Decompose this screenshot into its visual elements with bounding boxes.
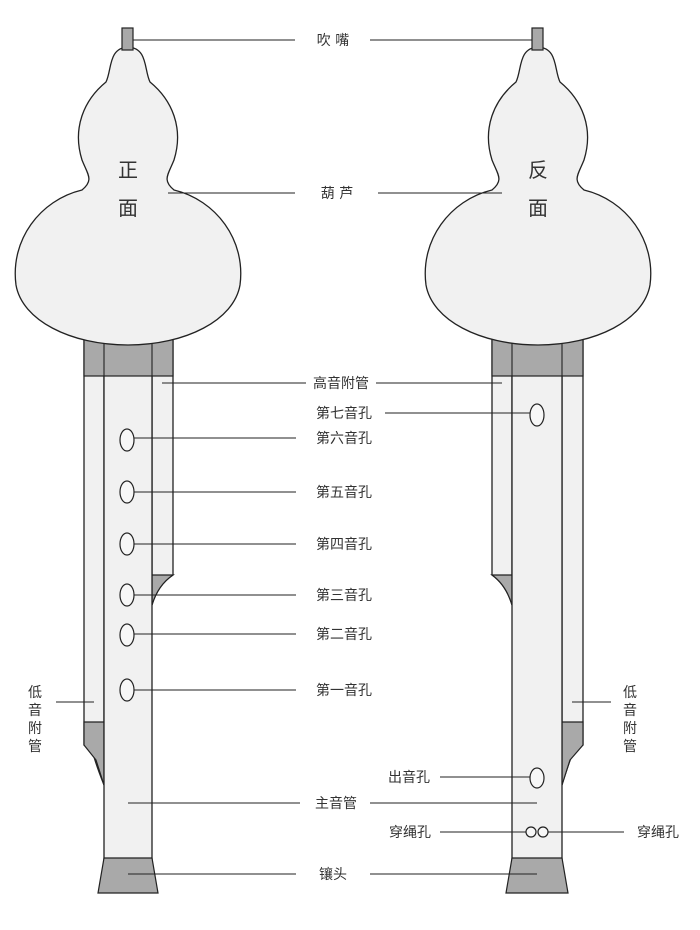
back-rope-hole-left bbox=[525, 826, 537, 838]
label-low-pipe-right-1: 低 bbox=[623, 685, 637, 701]
back-gourd bbox=[424, 46, 652, 346]
back-ferrule bbox=[505, 857, 569, 894]
label-low-pipe-right-2: 音 bbox=[623, 702, 637, 719]
front-hole-6 bbox=[119, 428, 135, 452]
front-hole-5 bbox=[119, 480, 135, 504]
back-high-pipe-cap bbox=[490, 574, 513, 606]
label-rope-hole-center: 穿绳孔 bbox=[389, 825, 431, 841]
front-view: 正 面 bbox=[14, 27, 242, 894]
label-main-pipe: 主音管 bbox=[315, 795, 357, 812]
front-high-pipe bbox=[151, 339, 174, 606]
front-low-pipe bbox=[83, 339, 105, 786]
back-hole-7 bbox=[529, 403, 545, 427]
front-hole-3 bbox=[119, 583, 135, 607]
back-sound-hole bbox=[529, 767, 545, 789]
back-face-char-2: 面 bbox=[528, 196, 548, 220]
front-face-char-1: 正 bbox=[118, 158, 138, 182]
label-hole-4: 第四音孔 bbox=[316, 536, 372, 553]
label-ferrule: 镶头 bbox=[319, 866, 347, 883]
label-hole-1: 第一音孔 bbox=[316, 682, 372, 699]
label-hole-5: 第五音孔 bbox=[316, 484, 372, 501]
front-hole-2 bbox=[119, 623, 135, 647]
front-hole-1 bbox=[119, 678, 135, 702]
label-low-pipe-right-4: 管 bbox=[623, 739, 637, 755]
back-high-pipe bbox=[491, 339, 513, 606]
front-gourd bbox=[14, 46, 242, 346]
front-high-pipe-cap bbox=[151, 574, 175, 606]
front-low-pipe-cap bbox=[83, 721, 105, 786]
back-mouthpiece bbox=[531, 27, 544, 51]
back-face-char-1: 反 bbox=[528, 158, 548, 182]
label-low-pipe-right-3: 附 bbox=[623, 721, 637, 737]
label-low-pipe-left-4: 管 bbox=[28, 739, 42, 755]
label-hole-7: 第七音孔 bbox=[316, 405, 372, 422]
label-mouthpiece: 吹 嘴 bbox=[317, 33, 349, 49]
front-face-char-2: 面 bbox=[118, 196, 138, 220]
back-low-pipe-cap bbox=[561, 721, 584, 786]
label-hole-3: 第三音孔 bbox=[316, 587, 372, 604]
label-low-pipe-left-1: 低 bbox=[28, 685, 42, 701]
label-low-pipe-left-2: 音 bbox=[28, 702, 42, 719]
labels: 吹 嘴 葫 芦 高音附管 第七音孔 第六音孔 第五音孔 第四音孔 第三音孔 第二… bbox=[28, 33, 679, 883]
back-rope-hole-right bbox=[537, 826, 549, 838]
front-hole-4 bbox=[119, 532, 135, 556]
label-low-pipe-left-3: 附 bbox=[28, 721, 42, 737]
label-rope-hole-right: 穿绳孔 bbox=[637, 825, 679, 841]
back-view: 反 面 bbox=[424, 27, 652, 894]
front-mouthpiece bbox=[121, 27, 134, 51]
label-hole-2: 第二音孔 bbox=[316, 626, 372, 643]
front-ferrule bbox=[97, 857, 159, 894]
leader-lines bbox=[56, 39, 624, 875]
label-hole-6: 第六音孔 bbox=[316, 430, 372, 447]
label-high-pipe: 高音附管 bbox=[313, 375, 369, 392]
back-low-pipe bbox=[561, 339, 584, 786]
label-gourd: 葫 芦 bbox=[321, 186, 353, 202]
label-sound-hole: 出音孔 bbox=[388, 769, 430, 786]
